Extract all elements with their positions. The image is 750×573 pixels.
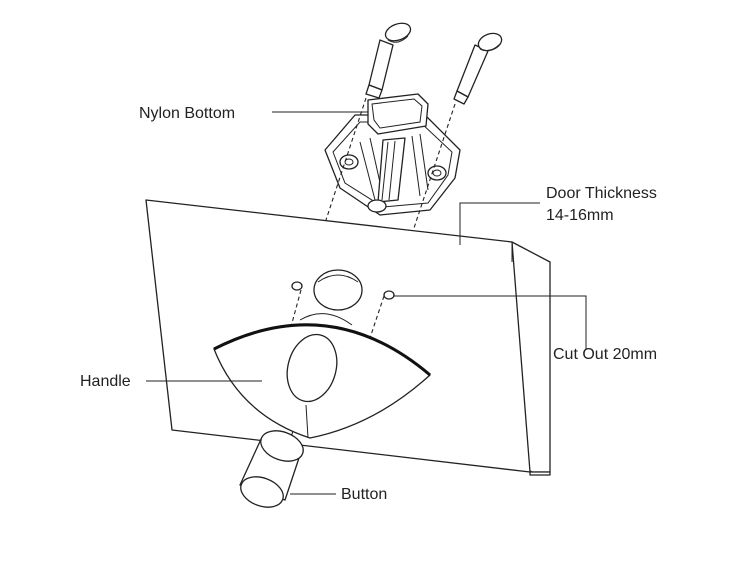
leader-lines (146, 111, 587, 495)
label-door-thickness: Door Thickness (546, 185, 657, 202)
door-panel-bottom-edge (529, 471, 551, 476)
labels: Nylon Bottom Door Thickness 14-16mm Cut … (80, 105, 657, 503)
handle-hole (286, 333, 338, 403)
door-cutouts (291, 269, 395, 311)
leader-cut-out (394, 295, 587, 350)
screw-hole-right (383, 290, 395, 300)
label-button: Button (341, 486, 387, 503)
main-cutout-hole (313, 269, 363, 311)
screw-hole-left (291, 281, 303, 291)
label-handle: Handle (80, 373, 131, 390)
nylon-bottom-block (367, 93, 429, 135)
label-door-thickness-value: 14-16mm (546, 207, 614, 224)
screw-right (453, 32, 503, 105)
button-cylinder (239, 430, 304, 508)
label-nylon-bottom: Nylon Bottom (139, 105, 235, 122)
handle (213, 313, 431, 439)
screw-left (365, 22, 412, 99)
lock-body (324, 93, 461, 216)
label-cut-out: Cut Out 20mm (553, 346, 657, 363)
leader-door-thickness (459, 202, 540, 245)
